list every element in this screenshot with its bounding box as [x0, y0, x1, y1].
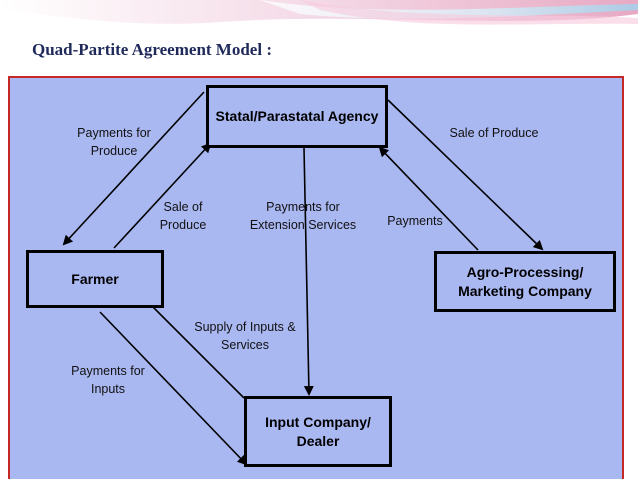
arrow-agency-to-input	[303, 147, 314, 396]
arrow-agro-to-agency	[378, 146, 479, 251]
label-payments-for-inputs: Payments for Inputs	[71, 364, 145, 396]
box-input-company: Input Company/ Dealer	[244, 396, 392, 467]
box-agro-processing: Agro-Processing/ Marketing Company	[434, 251, 616, 312]
page-title: Quad-Partite Agreement Model :	[32, 40, 272, 59]
label-payments-for-extension: Payments for Extension Services	[249, 200, 357, 232]
arrow-farmer-to-agency	[113, 142, 212, 249]
label-sale-of-produce-right: Sale of Produce	[449, 126, 539, 140]
header-decoration	[0, 0, 638, 25]
label-payments-for-produce: Payments for Produce	[77, 126, 151, 158]
arrow-agency-to-agro	[387, 99, 544, 251]
label-payments: Payments	[387, 214, 443, 228]
box-farmer: Farmer	[26, 250, 164, 308]
arrow-agency-to-farmer	[62, 91, 205, 246]
box-statal-agency: Statal/Parastatal Agency	[206, 85, 388, 148]
label-sale-of-produce-left: Sale of Produce	[159, 200, 207, 232]
arrow-input-to-farmer	[137, 291, 245, 399]
arrow-farmer-to-input	[99, 311, 248, 466]
label-supply-of-inputs: Supply of Inputs & Services	[194, 320, 296, 352]
